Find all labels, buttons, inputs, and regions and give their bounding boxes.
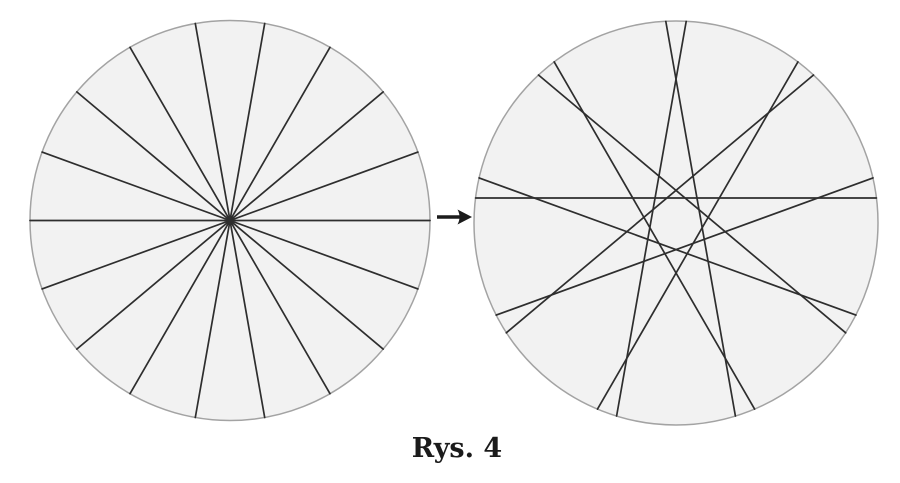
chord-line	[478, 177, 857, 316]
center-dot	[226, 217, 234, 224]
chord-line	[505, 74, 815, 334]
right-arrow-icon	[437, 209, 472, 225]
left-circle-with-diameters	[29, 19, 431, 422]
chord-line	[664, 20, 737, 417]
chord-line	[537, 74, 847, 334]
chord-line	[495, 177, 874, 316]
arrow-head	[457, 209, 472, 225]
circle-outline	[473, 20, 879, 426]
chord-line	[596, 61, 799, 410]
chord-line	[553, 61, 756, 410]
chord-line	[615, 20, 688, 417]
right-circle-with-chords	[473, 20, 879, 426]
figure-caption: Rys. 4	[412, 433, 502, 464]
